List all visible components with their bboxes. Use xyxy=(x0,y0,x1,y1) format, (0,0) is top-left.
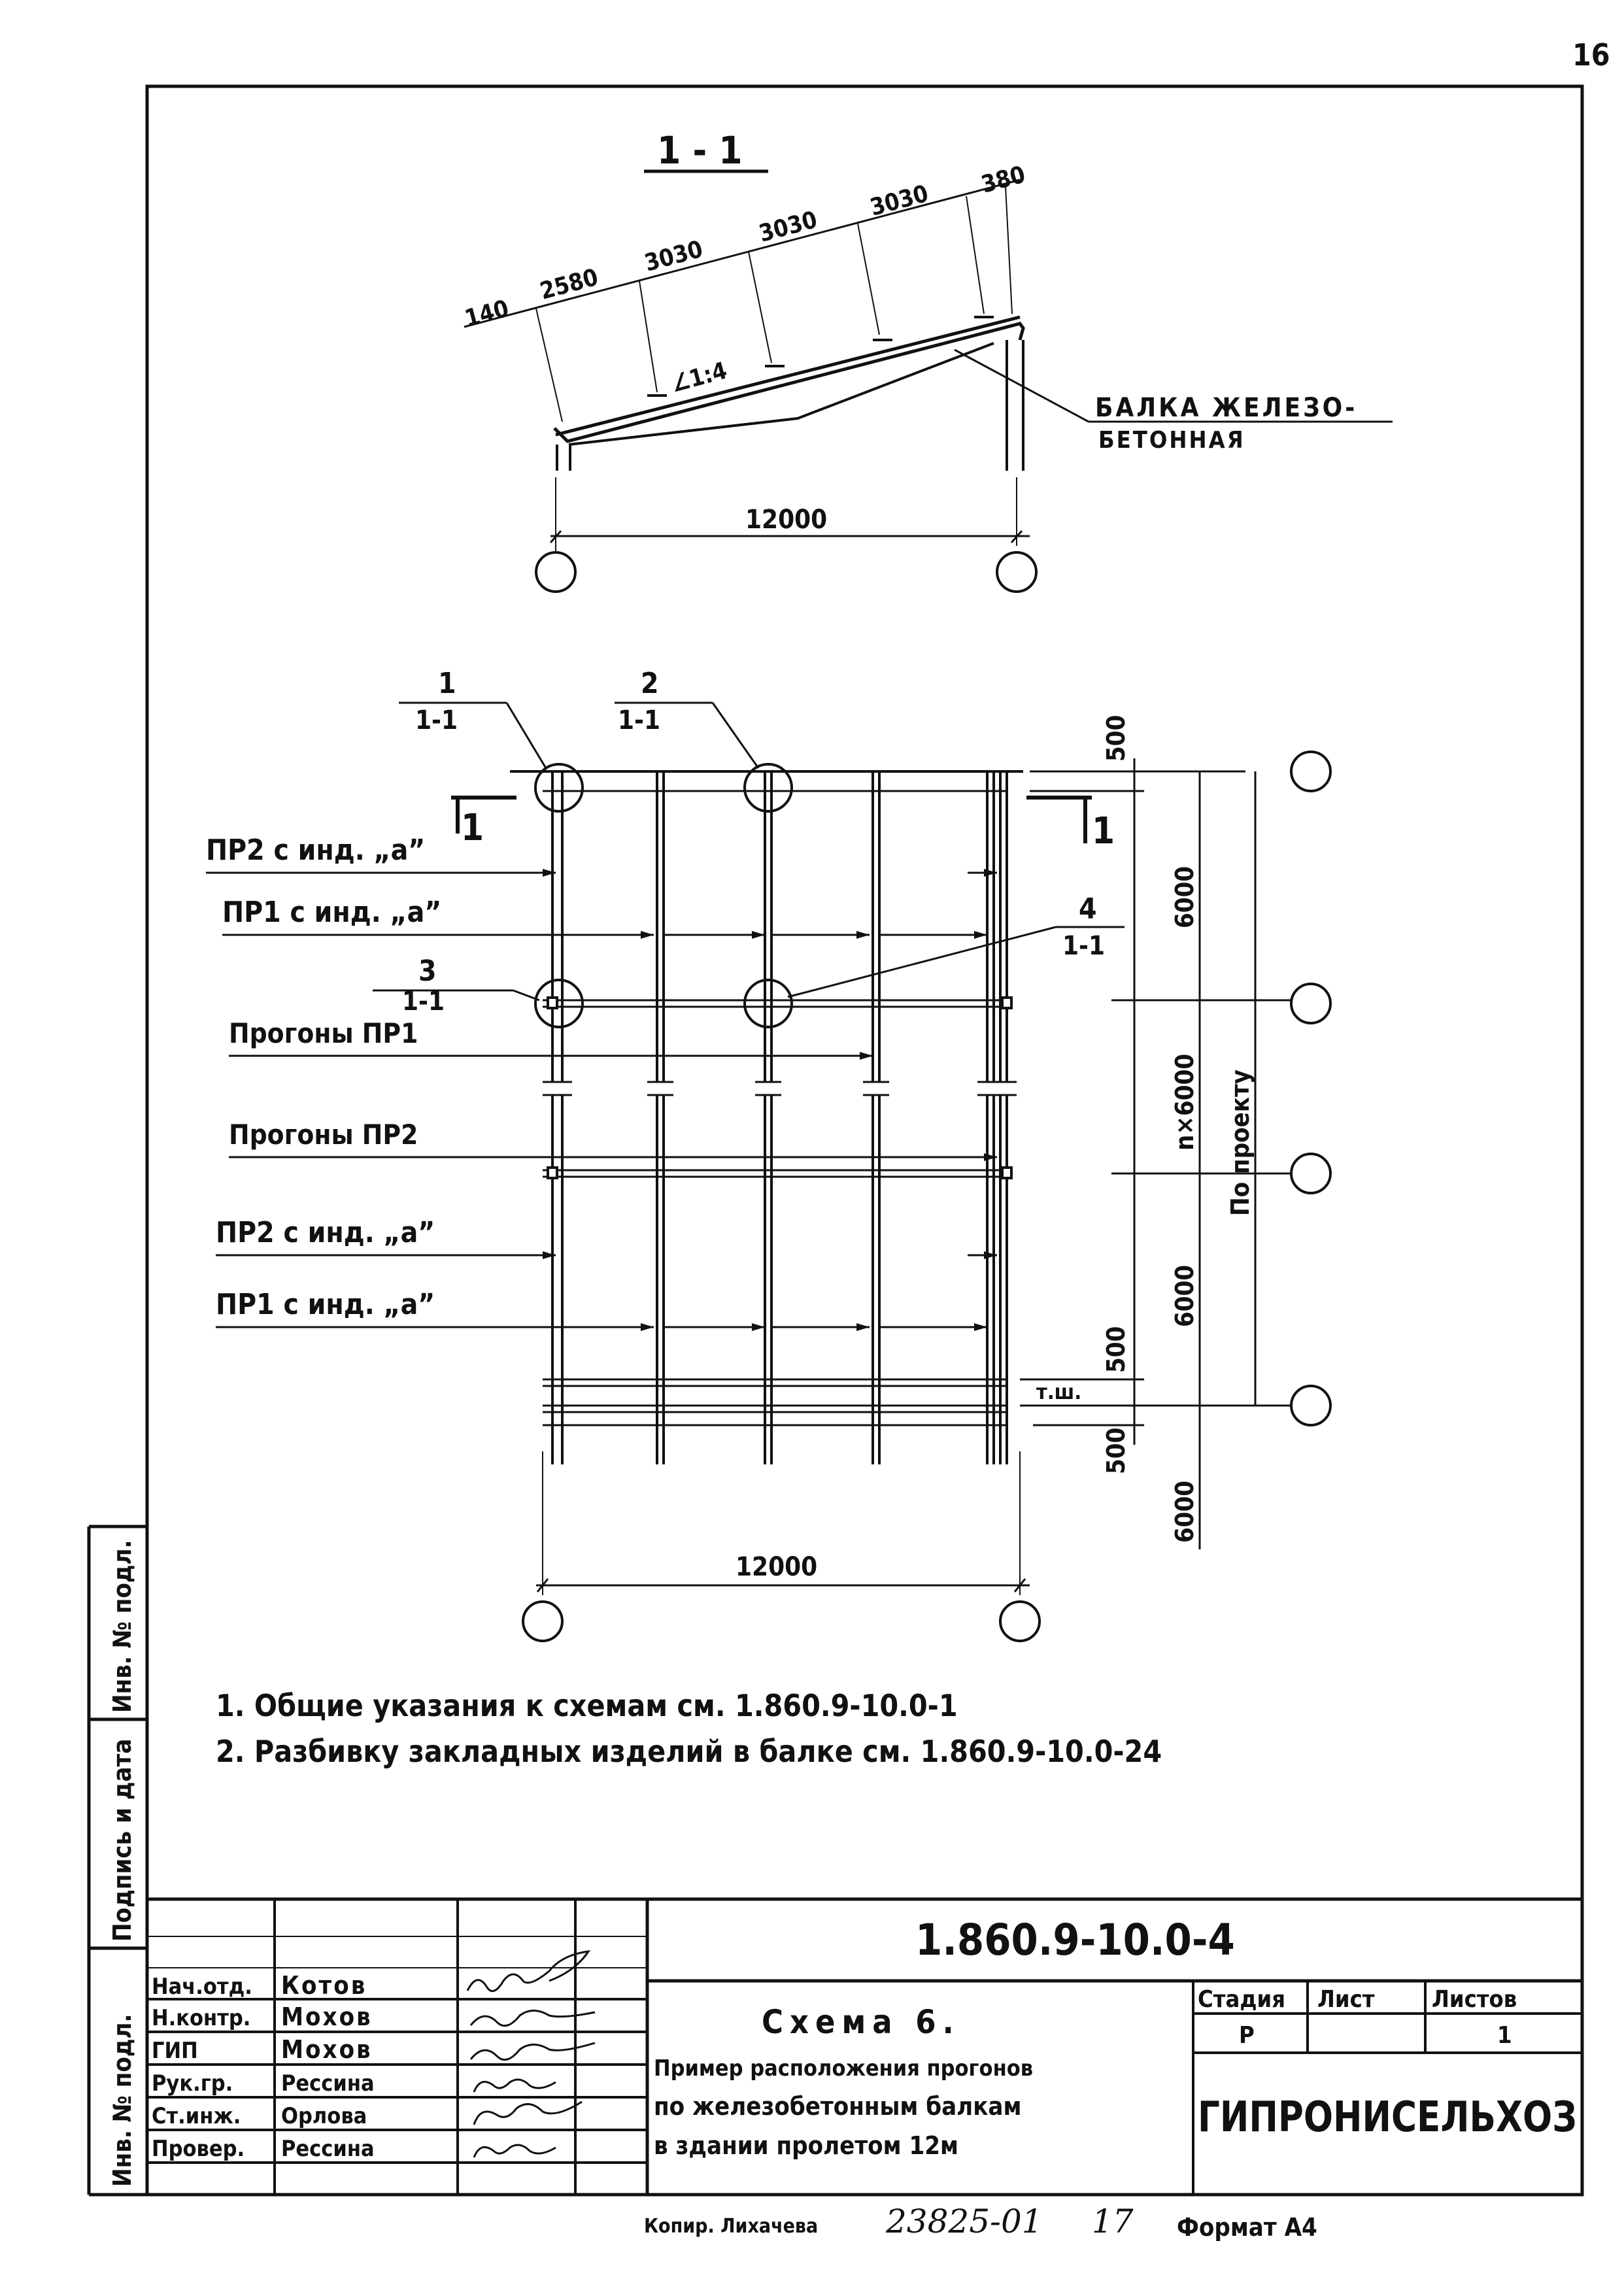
section-title: 1 - 1 xyxy=(657,128,743,173)
label-pr2-a-bottom: ПР2 с инд. „а” xyxy=(216,1216,435,1249)
plan-arrowheads xyxy=(543,869,997,1331)
role-5: Ст.инж. xyxy=(152,2103,241,2129)
dim-500-mid: 500 xyxy=(1102,1326,1130,1373)
sheet-frame xyxy=(145,84,1584,2197)
plan-span: 12000 xyxy=(736,1552,817,1582)
side-stamp-signature-date: Подпись и дата xyxy=(108,1739,137,1942)
section-span: 12000 xyxy=(745,505,827,535)
signatures xyxy=(466,1950,596,2158)
side-stamp xyxy=(87,1525,147,2197)
name-2: Мохов xyxy=(281,2002,373,2031)
label-pr2-a-top: ПР2 с инд. „а” xyxy=(206,834,425,867)
plan-view xyxy=(206,701,1332,1642)
label-purlins-pr2: Прогоны ПР2 xyxy=(229,1119,418,1151)
scheme-title: Схема 6. xyxy=(762,2003,960,2041)
note-1: 1. Общие указания к схемам см. 1.860.9-1… xyxy=(216,1688,958,1723)
dim-500-low: 500 xyxy=(1102,1428,1130,1474)
dim-by-project: По проекту xyxy=(1226,1070,1255,1216)
dim-500-top: 500 xyxy=(1102,715,1130,762)
name-5: Орлова xyxy=(281,2103,367,2129)
label-purlins-pr1: Прогоны ПР1 xyxy=(229,1017,418,1049)
name-3: Мохов xyxy=(281,2035,373,2064)
role-2: Н.контр. xyxy=(152,2005,250,2031)
dim-6000-a: 6000 xyxy=(1170,866,1199,928)
section-dim-380: 380 xyxy=(979,161,1028,199)
name-6: Рессина xyxy=(281,2136,375,2162)
footer-sheet-no: 17 xyxy=(1092,2202,1134,2240)
callout-1-num: 1 xyxy=(438,667,456,700)
footer-number: 23825-01 xyxy=(885,2202,1043,2240)
dim-6000-c: 6000 xyxy=(1170,1481,1199,1543)
role-3: ГИП xyxy=(152,2038,198,2064)
label-pr1-a-bottom: ПР1 с инд. „а” xyxy=(216,1288,435,1321)
stage-value: Р xyxy=(1239,2022,1255,2049)
title-block-grid xyxy=(147,1897,1582,2195)
stage-header: Стадия xyxy=(1198,1986,1285,2013)
sheets-value: 1 xyxy=(1497,2022,1512,2049)
name-4: Рессина xyxy=(281,2070,375,2097)
page-number: 16 xyxy=(1572,37,1610,73)
organization: ГИПРОНИСЕЛЬХОЗ xyxy=(1198,2093,1577,2142)
section-dim-140: 140 xyxy=(462,295,512,333)
section-view xyxy=(464,169,1393,593)
scheme-desc-3: в здании пролетом 12м xyxy=(654,2131,958,2160)
cut-mark-left: 1 xyxy=(461,807,484,849)
callout-2-ref: 1-1 xyxy=(618,705,660,735)
dim-6000-b: 6000 xyxy=(1170,1265,1199,1327)
scheme-desc-1: Пример расположения прогонов xyxy=(654,2055,1033,2082)
side-stamp-inv-podl: Инв. № подл. xyxy=(108,1540,137,1713)
label-pr1-a-top: ПР1 с инд. „а” xyxy=(222,896,441,929)
callout-3-num: 3 xyxy=(418,954,437,988)
dim-n6000: n×6000 xyxy=(1170,1054,1199,1151)
beam-label-line2: БЕТОННАЯ xyxy=(1098,427,1245,454)
sheet-header: Лист xyxy=(1317,1986,1375,2013)
name-1: Котов xyxy=(281,1971,367,2000)
callout-4-ref: 1-1 xyxy=(1062,931,1105,961)
role-6: Провер. xyxy=(152,2136,245,2162)
cut-mark-right: 1 xyxy=(1092,810,1115,852)
tsh-label: т.ш. xyxy=(1036,1379,1081,1404)
footer-copied: Копир. Лихачева xyxy=(644,2215,818,2238)
section-dim-3030-3: 3030 xyxy=(868,180,932,222)
callout-2-num: 2 xyxy=(641,667,659,700)
callout-1-ref: 1-1 xyxy=(415,705,458,735)
footer-format: Формат А4 xyxy=(1177,2213,1317,2242)
note-2: 2. Разбивку закладных изделий в балке см… xyxy=(216,1734,1162,1769)
role-4: Рук.гр. xyxy=(152,2070,233,2097)
scheme-desc-2: по железобетонным балкам xyxy=(654,2092,1021,2121)
sheets-header: Листов xyxy=(1432,1986,1517,2013)
side-stamp-inv-no: Инв. № подл. xyxy=(108,2014,137,2187)
beam-label-line1: БАЛКА ЖЕЛЕЗО- xyxy=(1095,393,1357,423)
callout-4-num: 4 xyxy=(1079,892,1097,926)
callout-3-ref: 1-1 xyxy=(402,987,445,1017)
doc-code: 1.860.9-10.0-4 xyxy=(915,1915,1235,1965)
role-1: Нач.отд. xyxy=(152,1974,252,2000)
